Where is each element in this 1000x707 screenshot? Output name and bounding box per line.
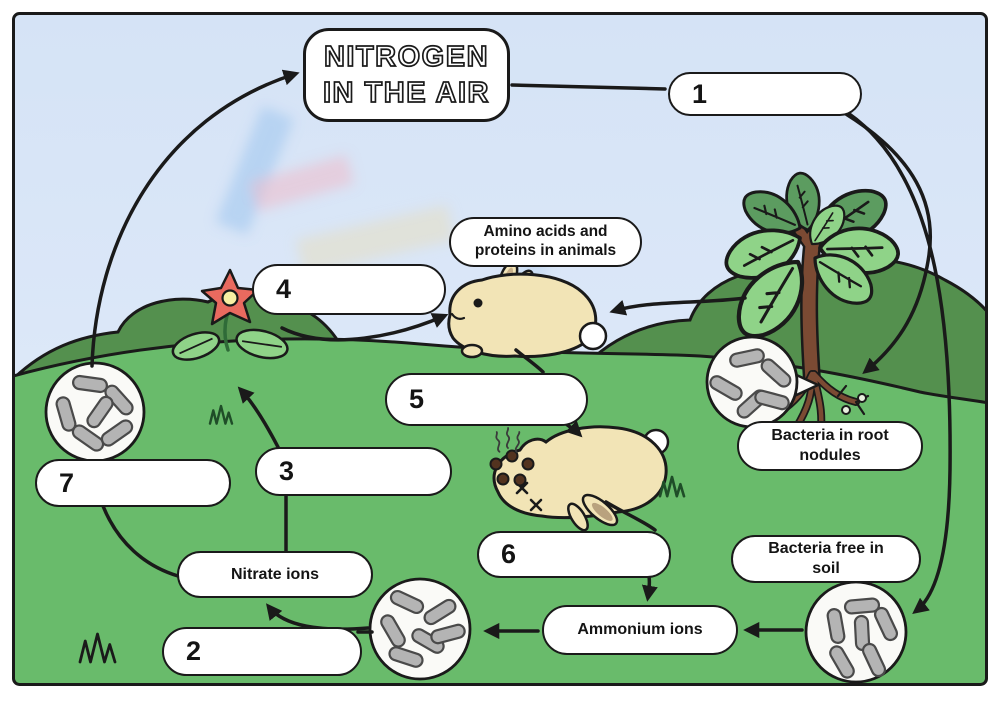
- arrow-blank-1-to-root-nodules: [844, 112, 933, 375]
- label-bacteria-free-soil: Bacteria free in soil: [731, 535, 921, 583]
- blank-5[interactable]: 5: [385, 373, 588, 426]
- blank-2-number: 2: [186, 636, 202, 666]
- label-ammonium-ions: Ammonium ions: [542, 605, 738, 655]
- label-nitrate-ions: Nitrate ions: [177, 551, 373, 598]
- label-amino-acids: Amino acids and proteins in animals: [449, 217, 642, 267]
- scene-border: [12, 12, 988, 686]
- title-line-1: NITROGEN: [323, 40, 490, 74]
- rabbit-illustration: [447, 260, 608, 359]
- bacteria-free-soil-icon: [804, 580, 908, 684]
- line-dead-rabbit-to-blank-6: [604, 500, 657, 532]
- blank-6[interactable]: 6: [477, 531, 671, 578]
- bacteria-nitrifying-icon: [368, 577, 472, 681]
- line-blank-7-to-nitrate: [101, 504, 180, 578]
- title-line-2: IN THE AIR: [322, 76, 490, 110]
- arrow-blank-3-to-flower: [237, 386, 280, 449]
- blank-1[interactable]: 1: [668, 72, 862, 116]
- label-bacteria-root-nodules: Bacteria in root nodules: [737, 421, 923, 471]
- blank-3[interactable]: 3: [255, 447, 452, 496]
- arrow-plant-to-rabbit: [609, 296, 747, 316]
- blank-2[interactable]: 2: [162, 627, 362, 676]
- arrow-blank-6-to-ammonium: [641, 574, 658, 602]
- blank-1-number: 1: [692, 78, 708, 109]
- cycle-arrows: [90, 69, 952, 640]
- line-air-to-blank-1: [510, 83, 667, 91]
- blank-5-number: 5: [409, 384, 425, 414]
- droppings: [489, 449, 535, 487]
- bacteria-root-nodules-icon: [705, 335, 820, 429]
- arrow-denitrification-to-air: [90, 69, 300, 368]
- line-rabbit-to-blank-5: [514, 348, 545, 374]
- blank-4-number: 4: [276, 274, 292, 304]
- blank-6-number: 6: [501, 539, 517, 569]
- title-box: NITROGEN IN THE AIR: [303, 28, 510, 122]
- arrow-blank-1-to-soil-bacteria: [846, 111, 952, 614]
- blank-7-number: 7: [59, 467, 75, 498]
- arrow-blank-4-to-rabbit: [280, 313, 449, 342]
- flower-illustration: [171, 268, 289, 361]
- blank-4[interactable]: 4: [252, 264, 446, 315]
- dead-rabbit-illustration: [489, 425, 670, 532]
- blank-7[interactable]: 7: [35, 459, 231, 507]
- bacteria-denitrifying-icon: [44, 361, 146, 463]
- blank-3-number: 3: [279, 456, 295, 486]
